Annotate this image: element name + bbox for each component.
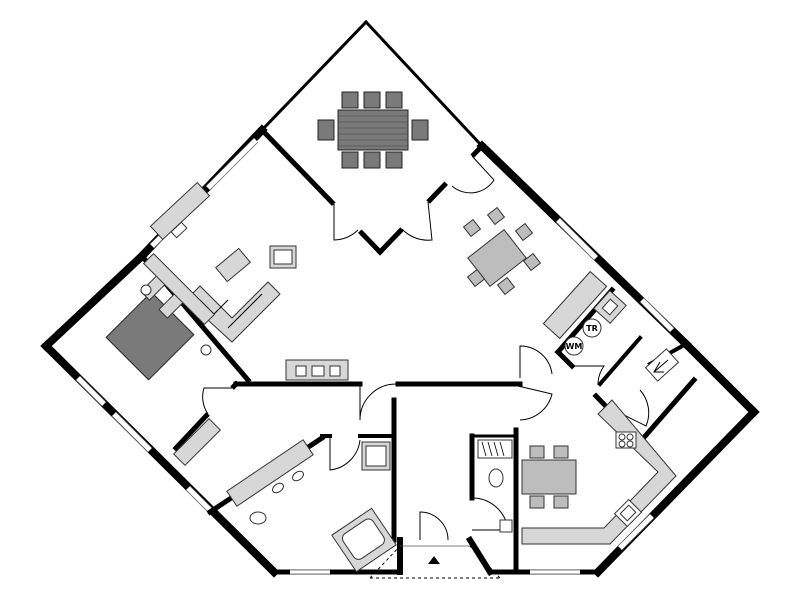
notch-left (258, 126, 384, 256)
wall-right-upper (680, 338, 760, 418)
nook-exterior-door[interactable] (451, 155, 495, 194)
sideboard (149, 181, 211, 241)
entrance-arrow-icon (428, 556, 440, 564)
bath-door[interactable] (329, 436, 361, 471)
front-door[interactable] (419, 511, 449, 541)
wardrobe (172, 417, 222, 467)
sofa (185, 245, 297, 343)
washing-machine-label: WM (566, 342, 583, 351)
pantry-door[interactable] (617, 389, 650, 427)
living-kitchen-door[interactable] (519, 345, 553, 378)
doors[interactable] (202, 155, 650, 541)
utility-door[interactable] (572, 365, 605, 385)
bed (105, 252, 216, 381)
bathroom-fixtures (226, 439, 397, 573)
nook-wall-right (363, 19, 485, 149)
nook-wall-left (259, 19, 369, 133)
kitchen-counter (521, 399, 677, 545)
pantry-wall (597, 335, 643, 387)
nook-right-door[interactable] (401, 201, 433, 241)
tumble-dryer-label: TR (586, 324, 598, 333)
interior-walls (138, 126, 698, 577)
entrance (369, 545, 501, 579)
tumble-dryer (582, 318, 602, 338)
bedroom-door[interactable] (202, 387, 232, 415)
living-bench (285, 359, 349, 381)
wc-fixtures (477, 439, 513, 533)
washing-machine (564, 336, 584, 356)
kitchen-door[interactable] (517, 385, 553, 421)
kitchen-table (521, 445, 577, 509)
hall-door[interactable] (359, 383, 397, 421)
dining-table-small (462, 206, 542, 296)
dining-table-large (317, 91, 429, 169)
pantry (644, 348, 680, 382)
wall-left-upper (40, 250, 148, 352)
utility-room: WM TR (542, 270, 627, 356)
nook-left-door[interactable] (333, 204, 359, 241)
